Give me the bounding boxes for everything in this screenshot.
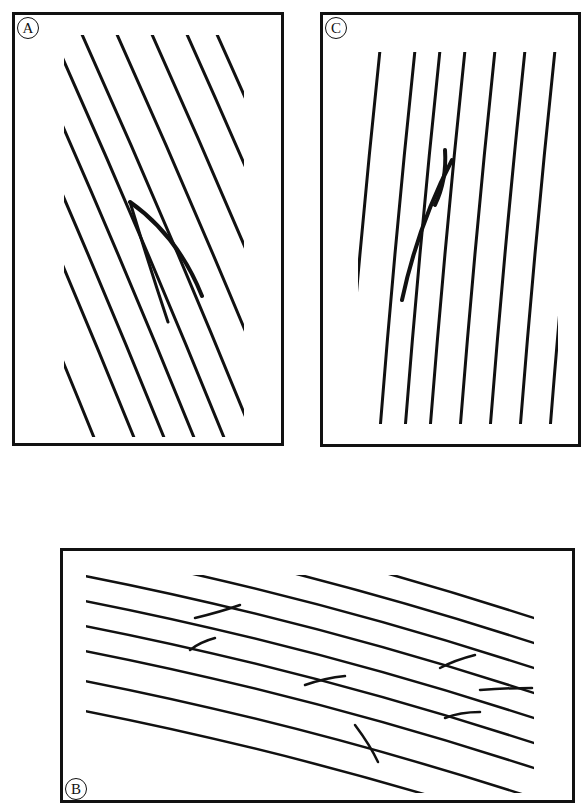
fracture-lines-a: [64, 35, 244, 437]
figure-panel: B: [60, 548, 575, 803]
panel-letter: A: [17, 17, 39, 39]
figure-panel: A: [12, 12, 284, 446]
figure-panel: C: [320, 12, 581, 447]
panel-letter: C: [325, 17, 347, 39]
fracture-lines-b: [86, 575, 534, 793]
fracture-lines-c: [358, 52, 558, 424]
panel-letter: B: [65, 778, 87, 800]
